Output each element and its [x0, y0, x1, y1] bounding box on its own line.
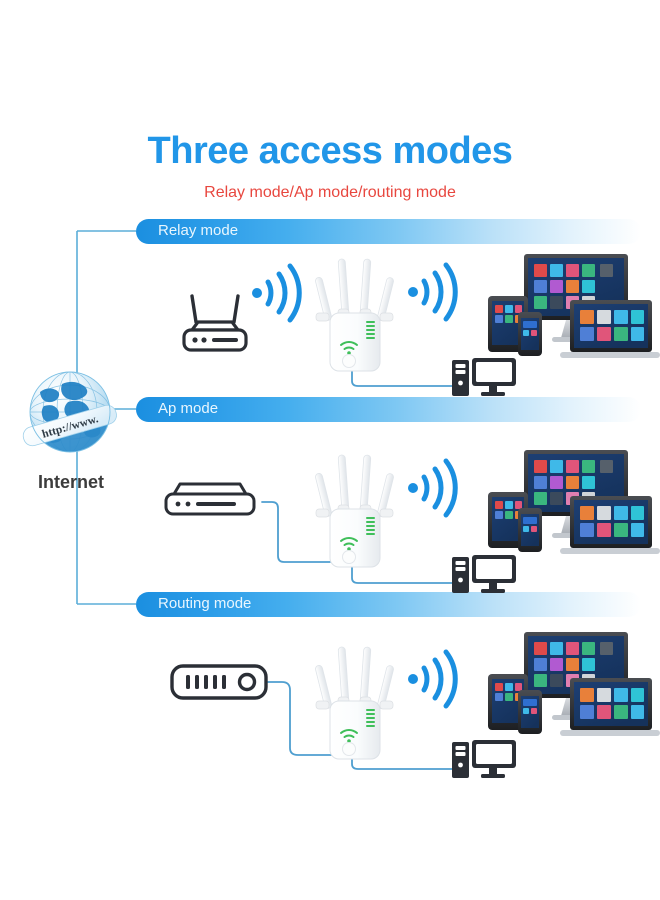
mode-label-relay: Relay mode: [158, 222, 239, 239]
page-subtitle: Relay mode/Ap mode/routing mode: [204, 184, 456, 201]
multi-device-screens-icon-ap: [488, 450, 660, 554]
wifi-repeater-icon-relay: [315, 258, 394, 372]
modem-box-icon: [164, 482, 256, 516]
wifi-repeater-icon-ap: [315, 454, 394, 568]
mode-label-ap: Ap mode: [158, 400, 219, 417]
wifi-signal-icon-ap-right: [408, 458, 458, 518]
mode-bar-relay[interactable]: Relay mode: [136, 219, 641, 244]
desktop-pc-and-monitor-icon-routing: [452, 740, 516, 778]
mode-label-routing: Routing mode: [158, 595, 252, 612]
wifi-router-icon: [182, 294, 248, 352]
wifi-signal-icon-relay-left: [252, 263, 302, 323]
multi-device-screens-icon-routing: [488, 632, 660, 736]
internet-caption: Internet: [37, 472, 104, 492]
wifi-repeater-icon-routing: [315, 646, 394, 760]
multi-device-screens-icon-relay: [488, 254, 660, 358]
broadband-modem-icon: [170, 664, 268, 700]
desktop-pc-and-monitor-icon-relay: [452, 358, 516, 396]
wifi-signal-icon-relay-right: [408, 262, 458, 322]
mode-bar-routing[interactable]: Routing mode: [136, 592, 641, 617]
desktop-pc-and-monitor-icon-ap: [452, 555, 516, 593]
wifi-signal-icon-routing-right: [408, 649, 458, 709]
internet-globe-icon: http://www.: [22, 371, 117, 453]
mode-bar-ap[interactable]: Ap mode: [136, 397, 641, 422]
page-title: Three access modes: [147, 130, 513, 172]
